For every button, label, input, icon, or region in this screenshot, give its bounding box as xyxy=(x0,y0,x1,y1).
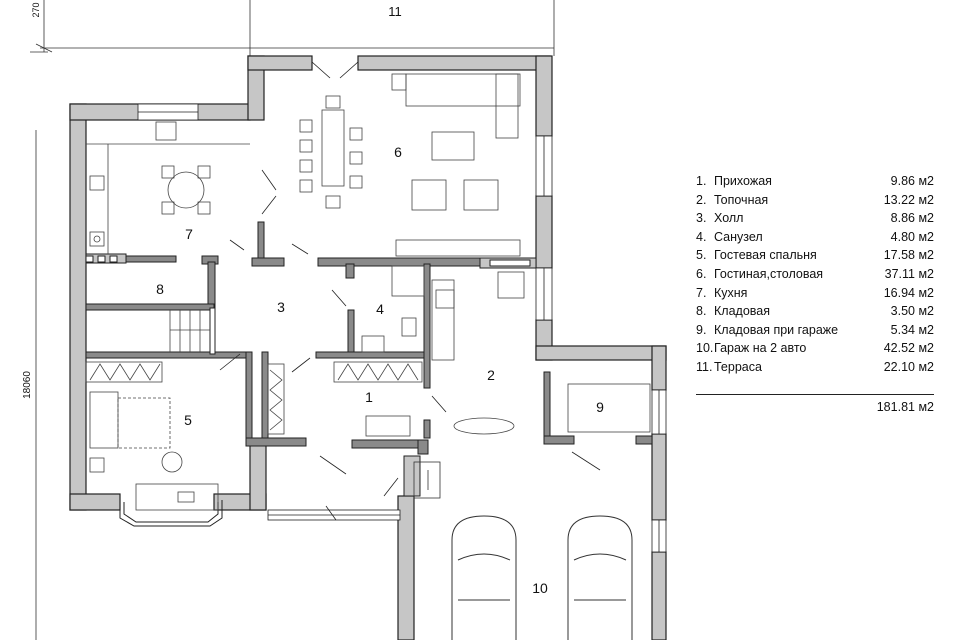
legend-number: 4. xyxy=(696,229,707,244)
room-label-hall: 3 xyxy=(277,299,285,315)
legend-room-name: Гараж на 2 авто xyxy=(714,341,807,356)
terrace-dimension-label: 11 xyxy=(388,4,402,19)
legend-row: 3. Холл 8.86 м2 xyxy=(696,209,934,228)
legend-room-area: 17.58 м2 xyxy=(883,248,934,263)
dimension-lines xyxy=(30,0,555,640)
kitchen-furniture xyxy=(86,121,250,254)
legend-room-area: 3.50 м2 xyxy=(890,304,934,319)
legend-room-name: Холл xyxy=(714,211,744,226)
bay-window xyxy=(119,500,223,527)
room-label-storage: 8 xyxy=(156,281,164,297)
legend-room-name: Санузел xyxy=(714,229,763,244)
stairs xyxy=(169,310,210,352)
legend-room-name: Гостиная,столовая xyxy=(714,266,824,281)
interior-walls xyxy=(85,221,653,497)
legend-number: 10. xyxy=(696,341,714,356)
room-label-hallway: 1 xyxy=(365,389,373,405)
legend-row: 5. Гостевая спальня 17.58 м2 xyxy=(696,246,934,265)
legend-room-area: 8.86 м2 xyxy=(890,211,934,226)
garage-storage xyxy=(567,383,651,433)
legend-room-area: 16.94 м2 xyxy=(883,285,934,300)
legend-room-name: Гостевая спальня xyxy=(714,248,817,263)
room-label-kitchen: 7 xyxy=(185,226,193,242)
legend-number: 9. xyxy=(696,322,707,337)
legend-room-area: 37.11 м2 xyxy=(884,266,934,281)
room-label-boiler-room: 2 xyxy=(487,367,495,383)
corner-dimension-label: 270 xyxy=(31,2,41,17)
left-dimension-label: 18060 xyxy=(22,371,33,399)
legend-row: 9. Кладовая при гараже 5.34 м2 xyxy=(696,321,934,340)
legend-number: 3. xyxy=(696,211,707,226)
room-label-living-room: 6 xyxy=(394,144,402,160)
legend-total-area: 181.81 м2 xyxy=(876,400,934,414)
legend-row: 1. Прихожая 9.86 м2 xyxy=(696,172,934,191)
room-label-guest-bedroom: 5 xyxy=(184,412,192,428)
legend-room-name: Топочная xyxy=(714,192,769,207)
legend-room-name: Терраса xyxy=(714,359,762,374)
legend-room-name: Кухня xyxy=(714,285,748,300)
bedroom-furniture xyxy=(89,391,219,511)
legend-room-area: 4.80 м2 xyxy=(890,229,934,244)
wardrobes xyxy=(85,361,423,437)
living-furniture xyxy=(299,73,521,257)
legend-number: 7. xyxy=(696,285,707,300)
legend-number: 8. xyxy=(696,304,707,319)
legend-room-name: Кладовая xyxy=(714,304,770,319)
legend-row: 2. Топочная 13.22 м2 xyxy=(696,191,934,210)
car-right xyxy=(567,515,633,640)
legend-row: 11.Терраса 22.10 м2 xyxy=(696,358,934,377)
doors xyxy=(219,61,601,521)
legend-number: 11. xyxy=(696,359,713,374)
legend-row: 8. Кладовая 3.50 м2 xyxy=(696,302,934,321)
legend-room-area: 13.22 м2 xyxy=(883,192,934,207)
legend-divider xyxy=(696,394,934,395)
room-label-garage: 10 xyxy=(532,580,548,596)
legend-number: 6. xyxy=(696,266,707,281)
room-label-garage-storage: 9 xyxy=(596,399,604,415)
legend-room-name: Кладовая при гараже xyxy=(714,322,839,337)
bathroom-furniture xyxy=(361,265,525,435)
legend-room-area: 9.86 м2 xyxy=(890,174,934,188)
legend-row: 7. Кухня 16.94 м2 xyxy=(696,284,934,303)
legend-row: 6. Гостиная,столовая 37.11 м2 xyxy=(696,265,934,284)
legend-room-name: Прихожая xyxy=(714,174,772,188)
legend-room-area: 42.52 м2 xyxy=(883,341,934,356)
entrance-steps xyxy=(413,461,441,499)
legend-number: 1. xyxy=(696,174,707,188)
car-left xyxy=(451,515,517,640)
legend-room-area: 22.10 м2 xyxy=(883,359,934,374)
room-label-bathroom: 4 xyxy=(376,301,384,317)
legend-row: 4. Санузел 4.80 м2 xyxy=(696,228,934,247)
legend-room-area: 5.34 м2 xyxy=(890,322,934,337)
legend-number: 5. xyxy=(696,248,707,263)
legend-row: 10.Гараж на 2 авто 42.52 м2 xyxy=(696,339,934,358)
legend-number: 2. xyxy=(696,192,707,207)
windows xyxy=(137,103,667,553)
room-legend: 1. Прихожая 9.86 м2 2. Топочная 13.22 м2 3. Х… xyxy=(696,172,934,414)
